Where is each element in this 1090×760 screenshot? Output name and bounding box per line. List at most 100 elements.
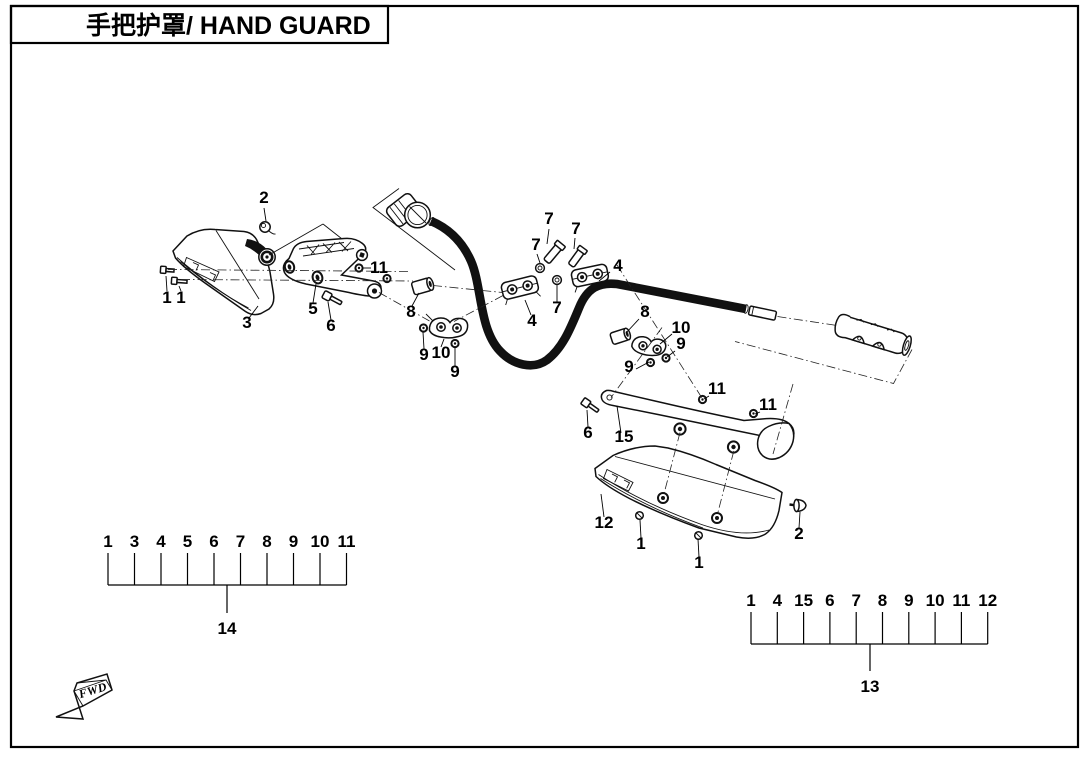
callout-label-7: 7 <box>531 235 540 254</box>
page-title: 手把护罩/ HAND GUARD <box>86 12 371 40</box>
callout-label-1: 1 <box>694 553 703 572</box>
leader-line <box>248 305 259 319</box>
nut-11-a <box>354 263 364 273</box>
callout-label-8: 8 <box>406 302 415 321</box>
leader-line <box>586 409 589 428</box>
group-item-label-1: 1 <box>103 532 112 551</box>
handlebar <box>428 216 749 370</box>
center-lines <box>167 264 913 515</box>
left-guard-pivot-boss <box>245 239 276 266</box>
leader-line <box>625 318 640 334</box>
screw-7-c <box>534 262 546 274</box>
bolt-7-b <box>568 244 588 268</box>
callout-label-4: 4 <box>527 311 537 330</box>
callout-label-1: 1 <box>176 288 185 307</box>
callout-label-10: 10 <box>432 343 451 362</box>
nut-11-c <box>697 394 708 405</box>
left-grip-tube <box>385 192 432 229</box>
callout-label-7: 7 <box>544 209 553 228</box>
leader-line <box>600 493 605 518</box>
group-item-label-7: 7 <box>851 591 860 610</box>
leader-line <box>697 538 700 558</box>
nut-9-a <box>418 323 429 333</box>
guard-clamp-right <box>631 335 667 357</box>
group-item-label-11: 11 <box>952 591 970 610</box>
leader-line <box>639 519 642 539</box>
group-item-label-1: 1 <box>746 591 755 610</box>
callout-label-5: 5 <box>308 299 317 318</box>
group-item-label-6: 6 <box>825 591 834 610</box>
cap-screw-left <box>259 221 276 235</box>
projection-chevron <box>372 188 456 271</box>
leader-line <box>703 395 710 400</box>
group-item-label-9: 9 <box>904 591 913 610</box>
callout-label-11: 11 <box>370 258 388 277</box>
callout-label-6: 6 <box>583 423 592 442</box>
screw-1-left-a <box>159 265 175 275</box>
group-item-label-8: 8 <box>262 532 271 551</box>
callout-label-11: 11 <box>708 379 726 398</box>
nut-9-d <box>645 357 656 368</box>
left-guard-bracket <box>268 223 383 299</box>
right-guard-bracket <box>600 389 795 460</box>
group-item-label-6: 6 <box>209 532 218 551</box>
leader-line <box>312 283 317 304</box>
fwd-marker: FWD <box>55 673 113 720</box>
title-box <box>9 4 390 45</box>
leader-line <box>598 271 611 282</box>
handlebar-clamp-left <box>500 275 541 306</box>
callout-label-7: 7 <box>552 298 561 317</box>
leader-line <box>573 237 576 250</box>
callout-label-9: 9 <box>450 362 459 381</box>
callout-label-7: 7 <box>571 219 580 238</box>
leader-line <box>440 338 445 348</box>
callout-label-2: 2 <box>794 524 803 543</box>
callout-label-9: 9 <box>624 357 633 376</box>
group-item-label-8: 8 <box>878 591 887 610</box>
callout-label-6: 6 <box>326 316 335 335</box>
leader-line <box>635 361 650 370</box>
callout-label-10: 10 <box>672 318 691 337</box>
spacer-left <box>410 276 435 296</box>
screw-7-d <box>551 274 563 286</box>
callout-label-1: 1 <box>636 534 645 553</box>
bar-end-segment <box>747 305 778 321</box>
leader-line <box>666 350 676 358</box>
leader-line <box>798 511 801 529</box>
group-item-label-10: 10 <box>926 591 945 610</box>
right-hand-guard-shell <box>594 445 783 539</box>
group-item-label-10: 10 <box>311 532 330 551</box>
leader-line <box>524 299 532 316</box>
leader-line <box>422 331 425 350</box>
screw-1-left-b <box>170 276 188 286</box>
leader-line <box>546 228 550 245</box>
callout-label-4: 4 <box>613 256 623 275</box>
cap-screw-right <box>789 498 807 513</box>
group-item-label-11: 11 <box>338 532 356 551</box>
callout-label-2: 2 <box>259 188 268 207</box>
leader-line <box>165 275 168 292</box>
group-item-label-7: 7 <box>236 532 245 551</box>
left-hand-guard-shell <box>172 228 275 316</box>
page-border <box>9 4 1080 749</box>
leader-line <box>536 253 541 264</box>
callout-label-1: 1 <box>162 288 171 307</box>
callout-label-15: 15 <box>615 427 634 446</box>
callout-label-8: 8 <box>640 302 649 321</box>
callout-label-9: 9 <box>419 345 428 364</box>
group-item-label-15: 15 <box>794 591 813 610</box>
guard-clamp-left <box>425 313 469 339</box>
nut-11-b <box>382 273 392 284</box>
leader-line <box>263 207 267 222</box>
group-item-label-5: 5 <box>183 532 192 551</box>
handlebar-clamp-right <box>570 263 611 293</box>
bolt-6-right <box>580 397 600 413</box>
group-item-label-4: 4 <box>773 591 783 610</box>
leader-line <box>616 405 622 434</box>
callout-label-3: 3 <box>242 313 251 332</box>
bolt-6-left <box>321 290 343 306</box>
